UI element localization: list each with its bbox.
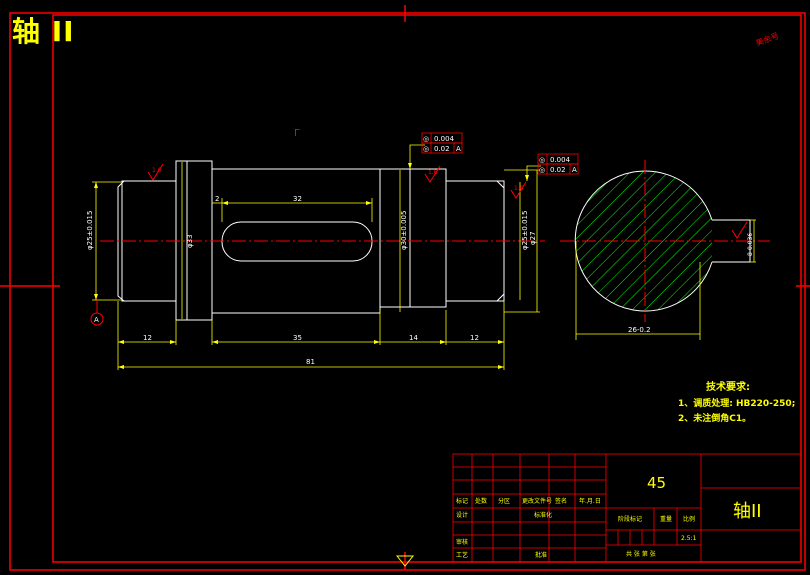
inner-frame: [52, 14, 802, 563]
outer-frame: [9, 12, 806, 571]
tech-req-title: 技术要求:: [706, 380, 750, 393]
page-title: 轴 II: [12, 15, 75, 48]
tb-label-weight: 重量: [660, 515, 672, 523]
dim-left-journal-diameter: φ25±0.015: [86, 211, 94, 250]
tol-datum-4: A: [572, 166, 577, 174]
dim-right-end-diameter: φ27: [529, 231, 537, 245]
dim-length-12a: 12: [143, 334, 152, 342]
dim-length-14: 14: [409, 334, 418, 342]
dim-section-keyway: 8-0.036: [747, 233, 754, 256]
tol-value-4: 0.02: [550, 166, 566, 174]
tol-value-3: 0.004: [550, 156, 571, 164]
tb-label-review: 审核: [456, 538, 468, 546]
tol-value-2: 0.02: [434, 145, 450, 153]
tol-symbol-2: ◎: [423, 145, 429, 153]
tb-part-name: 轴II: [733, 501, 762, 522]
tb-label-count: 处数: [475, 497, 487, 505]
dim-section-width: 26-0.2: [628, 326, 651, 334]
roughness-value-3: 1.6: [514, 185, 524, 192]
tb-label-change-doc: 更改文件号: [522, 497, 552, 505]
roughness-value-1: 1.6: [152, 167, 162, 174]
orientation-arrow-icon: [395, 555, 415, 567]
tb-label-zone: 分区: [498, 497, 510, 505]
tb-sheets: 共 张 第 张: [626, 550, 656, 558]
tb-label-design: 设计: [456, 511, 468, 519]
tolerance-frame-group-2: ◎ 0.004 ◎ 0.02 A: [537, 153, 579, 175]
tb-scale-value: 2.5:1: [681, 535, 697, 542]
roughness-symbols: [147, 163, 527, 199]
dim-length-12b: 12: [470, 334, 479, 342]
tech-req-item-1: 1、调质处理: HB220-250;: [678, 397, 795, 409]
dim-gear-seat-diameter: φ30±0.005: [400, 211, 408, 250]
tolerance-frame-group-1: ◎ 0.004 ◎ 0.02 A: [421, 132, 463, 154]
cross-section-view: [560, 160, 770, 340]
tb-label-mark: 标记: [456, 497, 468, 505]
dim-collar-diameter: φ33: [186, 234, 194, 248]
tol-symbol-3: ◎: [539, 156, 545, 164]
dim-total-length: 81: [306, 358, 315, 366]
tb-label-standardize: 标准化: [534, 511, 552, 519]
dim-key-length: 32: [293, 195, 302, 203]
tb-material: 45: [647, 474, 666, 492]
tol-symbol-1: ◎: [423, 135, 429, 143]
tech-req-item-2: 2、未注倒角C1。: [678, 412, 751, 424]
tol-datum-2: A: [456, 145, 461, 153]
title-block: [452, 453, 802, 563]
datum-label: A: [94, 316, 99, 324]
tb-label-process: 工艺: [456, 551, 468, 559]
corner-note: 美余号: [754, 30, 780, 48]
tb-label-sign: 签名: [555, 497, 567, 505]
tol-symbol-4: ◎: [539, 166, 545, 174]
dim-right-journal-diameter: φ25±0.015: [521, 211, 529, 250]
dimension-lines: [92, 144, 541, 370]
tb-label-ratio: 比例: [683, 515, 695, 523]
roughness-value-2: 1.6: [428, 169, 438, 176]
tol-value-1: 0.004: [434, 135, 455, 143]
tb-label-date: 年.月.日: [579, 497, 601, 505]
dim-length-35: 35: [293, 334, 302, 342]
dim-key-offset: 2: [215, 195, 219, 203]
tb-label-approve: 批准: [535, 551, 547, 559]
tb-label-stage-mark: 阶段标记: [618, 515, 642, 523]
section-cut-mark: Γ: [294, 128, 300, 139]
dimension-arrows: [94, 163, 529, 369]
